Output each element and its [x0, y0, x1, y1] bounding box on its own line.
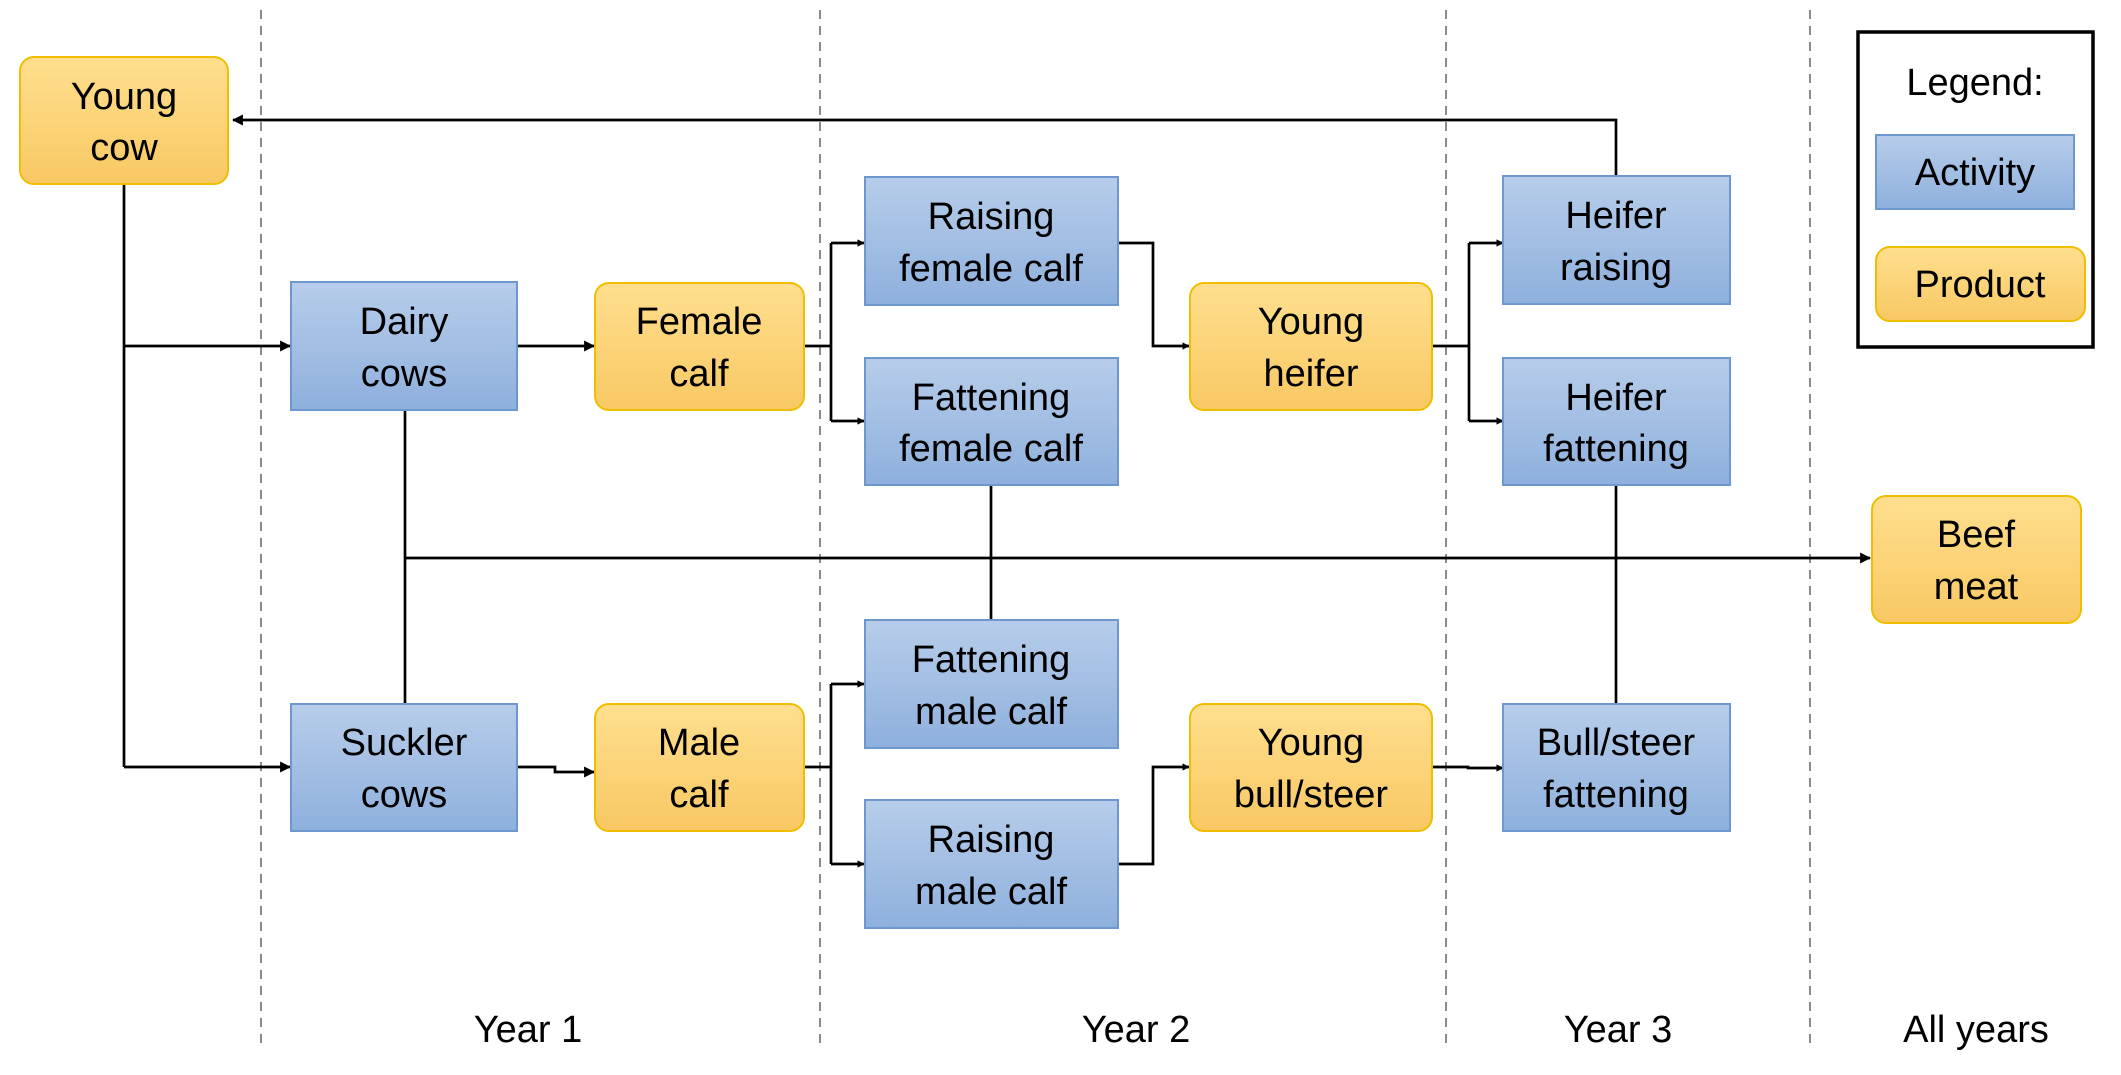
node-fattening-male-calf-line2: male calf — [915, 691, 1067, 733]
connectors — [122, 114, 1872, 868]
node-beef-meat-line2: meat — [1934, 566, 2019, 608]
node-dairy-cows-line2: cows — [361, 353, 448, 395]
node-young-bull-steer-line1: Young — [1258, 722, 1364, 764]
legend-product-label: Product — [1915, 264, 2046, 306]
node-raising-male-calf-line1: Raising — [928, 819, 1055, 861]
node-fattening-female-calf-line1: Fattening — [912, 377, 1070, 419]
node-raising-male-calf-line2: male calf — [915, 871, 1067, 913]
node-beef-meat-line1: Beef — [1937, 514, 2016, 556]
arrow-raising-male-calf-to-young-bull-steer — [1118, 763, 1190, 866]
node-heifer-fattening-line2: fattening — [1543, 428, 1689, 470]
legend: Legend: Activity Product — [1856, 30, 2095, 349]
node-female-calf-line1: Female — [636, 301, 763, 343]
node-young-heifer-line2: heifer — [1263, 353, 1358, 395]
node-bull-steer-fattening: Bull/steer fattening — [1502, 703, 1731, 832]
node-suckler-cows-line2: cows — [361, 774, 448, 816]
node-female-calf-line2: calf — [669, 353, 729, 395]
year-label-2: Year 2 — [1082, 1009, 1190, 1051]
node-fattening-male-calf: Fattening male calf — [864, 619, 1119, 749]
node-young-heifer: Young heifer — [1189, 282, 1433, 411]
node-young-cow: Young cow — [19, 56, 229, 185]
node-male-calf: Male calf — [594, 703, 805, 832]
node-raising-female-calf-line2: female calf — [899, 248, 1083, 290]
legend-title: Legend: — [1906, 62, 2043, 104]
node-fattening-male-calf-line1: Fattening — [912, 639, 1070, 681]
node-heifer-raising-line1: Heifer — [1565, 195, 1667, 237]
year-dividers — [260, 10, 1811, 1050]
node-heifer-fattening: Heifer fattening — [1502, 357, 1731, 486]
legend-activity-label: Activity — [1915, 152, 2035, 194]
node-heifer-raising-line2: raising — [1560, 247, 1672, 289]
year-label-3: Year 3 — [1564, 1009, 1672, 1051]
node-young-cow-line2: cow — [90, 127, 158, 169]
node-young-heifer-line1: Young — [1258, 301, 1364, 343]
node-fattening-female-calf-line2: female calf — [899, 428, 1083, 470]
node-male-calf-line2: calf — [669, 774, 729, 816]
arrow-raising-female-calf-to-young-heifer — [1118, 241, 1190, 350]
year-label-all: All years — [1903, 1009, 2049, 1051]
arrow-heifer-raising-to-young-cow — [231, 114, 1618, 176]
node-raising-male-calf: Raising male calf — [864, 799, 1119, 929]
node-young-cow-line1: Young — [71, 76, 177, 118]
node-dairy-cows: Dairy cows — [290, 281, 518, 411]
node-bull-steer-fattening-line1: Bull/steer — [1537, 722, 1696, 764]
arrow-young-bull-steer-to-bull-steer-fattening — [1432, 764, 1504, 772]
year-labels: Year 1 Year 2 Year 3 All years — [474, 1009, 2049, 1051]
node-male-calf-line1: Male — [658, 722, 740, 764]
node-raising-female-calf: Raising female calf — [864, 176, 1119, 306]
node-heifer-raising: Heifer raising — [1502, 175, 1731, 305]
node-female-calf: Female calf — [594, 282, 805, 411]
legend-activity-swatch — [1875, 134, 2075, 210]
node-young-bull-steer: Young bull/steer — [1189, 703, 1433, 832]
node-suckler-cows: Suckler cows — [290, 703, 518, 832]
year-label-1: Year 1 — [474, 1009, 582, 1051]
node-dairy-cows-line1: Dairy — [360, 301, 449, 343]
node-suckler-cows-line1: Suckler — [341, 722, 468, 764]
node-young-bull-steer-line2: bull/steer — [1234, 774, 1389, 816]
node-heifer-fattening-line1: Heifer — [1565, 377, 1667, 419]
legend-product-swatch — [1875, 246, 2086, 322]
node-beef-meat: Beef meat — [1871, 495, 2082, 624]
node-fattening-female-calf: Fattening female calf — [864, 357, 1119, 486]
node-bull-steer-fattening-line2: fattening — [1543, 774, 1689, 816]
node-raising-female-calf-line1: Raising — [928, 196, 1055, 238]
arrow-suckler-cows-to-male-calf — [517, 765, 596, 778]
